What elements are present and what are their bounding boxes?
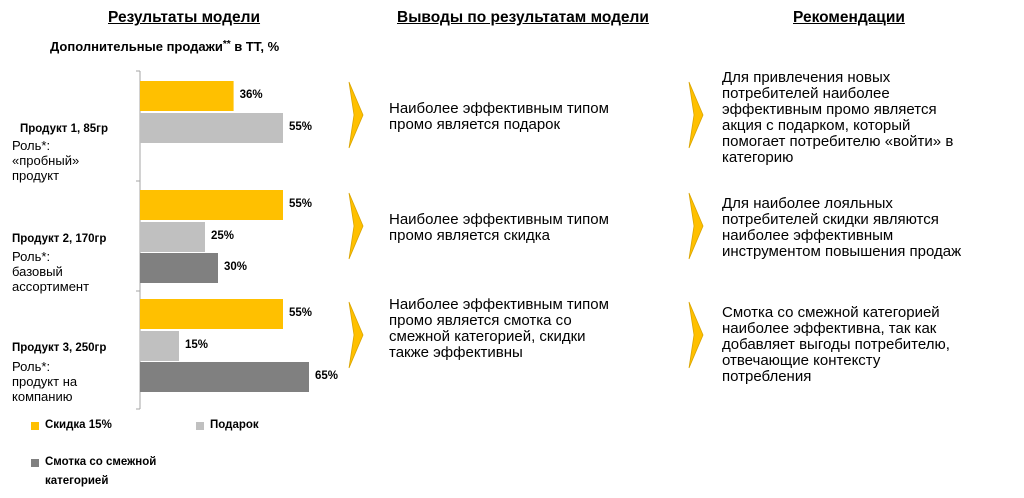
product-role: Роль*:«пробный»продукт xyxy=(12,138,79,183)
bar-p2-s3 xyxy=(140,253,218,283)
product-role-line: Роль*: xyxy=(12,249,51,264)
recommendation-arrow-icon xyxy=(688,81,704,149)
recommendation-text-line: категорию xyxy=(722,149,794,166)
bar-value-label: 15% xyxy=(185,339,209,351)
conclusion-text-line: Наиболее эффективным типом xyxy=(389,211,609,228)
recommendation-arrow-icon xyxy=(688,301,704,369)
recommendation-text-line: инструментом повышения продаж xyxy=(722,243,962,260)
product-role-line: «пробный» xyxy=(12,153,80,168)
header-model-results: Результаты модели xyxy=(108,9,261,26)
bar-p3-s1 xyxy=(140,299,283,329)
recommendation-text-line: потребителей наиболее xyxy=(722,85,890,102)
recommendation-text-line: добавляет выгоды потребителю, xyxy=(722,336,950,353)
bar-p1-s2 xyxy=(140,113,283,143)
legend-swatch xyxy=(31,459,39,467)
product-role-line: Роль*: xyxy=(12,359,51,374)
product-name: Продукт 2, 170гр xyxy=(12,233,107,245)
conclusion-text-line: Наиболее эффективным типом xyxy=(389,100,609,117)
bar-p1-s1 xyxy=(140,81,234,111)
recommendation-text-line: Смотка со смежной категорией xyxy=(722,304,940,321)
recommendation-text-line: акция с подарком, который xyxy=(722,117,911,134)
bar-value-label: 55% xyxy=(289,198,313,210)
recommendation-text-line: наиболее эффективным xyxy=(722,227,894,244)
conclusion-arrow-icon xyxy=(348,301,364,369)
recommendation-text-line: Для привлечения новых xyxy=(722,69,891,86)
legend-label-line: Подарок xyxy=(210,419,259,431)
conclusion-text-line: смежной категорией, скидки xyxy=(389,328,586,345)
legend-label-line: Смотка со смежной xyxy=(45,456,157,468)
legend-label: Скидка 15% xyxy=(45,418,112,433)
product-name: Продукт 1, 85гр xyxy=(20,123,108,135)
bar-value-label: 25% xyxy=(211,230,235,242)
bar-value-label: 36% xyxy=(239,89,263,101)
chart-subtitle: Дополнительные продажи** в ТТ, % xyxy=(50,39,279,54)
bar-value-label: 30% xyxy=(224,261,248,273)
chart-subtitle-text: Дополнительные продажи xyxy=(50,39,223,54)
bar-p2-s2 xyxy=(140,222,205,252)
conclusion-text-line: промо является скидка xyxy=(389,227,551,244)
bar-p3-s2 xyxy=(140,331,179,361)
conclusion-text-line: промо является подарок xyxy=(389,116,561,133)
conclusion-text-line: также эффективны xyxy=(389,344,523,361)
conclusion-arrow-icon xyxy=(348,81,364,149)
recommendation-text-line: потребителей скидки являются xyxy=(722,211,939,228)
header-recommendations: Рекомендации xyxy=(793,9,905,26)
legend-swatch xyxy=(196,422,204,430)
recommendation-text-line: потребления xyxy=(722,368,812,385)
recommendation-text-line: отвечающие контексту xyxy=(722,352,881,369)
legend-label-line: категорией xyxy=(45,475,109,487)
header-conclusions: Выводы по результатам модели xyxy=(397,9,649,26)
bar-value-label: 55% xyxy=(289,307,313,319)
product-name: Продукт 3, 250гр xyxy=(12,342,107,354)
bar-p3-s3 xyxy=(140,362,309,392)
bar-value-label: 55% xyxy=(289,121,313,133)
chart-subtitle-footnote-mark: ** xyxy=(222,39,231,50)
bar-value-label: 65% xyxy=(315,370,339,382)
recommendation-text-line: эффективным промо является xyxy=(722,101,937,118)
recommendation-text-line: Для наиболее лояльных xyxy=(722,195,893,212)
recommendation-text-line: наиболее эффективна, так как xyxy=(722,320,937,337)
recommendation-arrow-icon xyxy=(688,192,704,260)
legend-label-line: Скидка 15% xyxy=(45,419,112,431)
legend-swatch xyxy=(31,422,39,430)
bar-p2-s1 xyxy=(140,190,283,220)
product-role-line: продукт на xyxy=(12,374,78,389)
product-role-line: ассортимент xyxy=(12,279,90,294)
product-role-line: продукт xyxy=(12,168,60,183)
product-role-line: базовый xyxy=(12,264,63,279)
conclusion-text-line: промо является смотка со xyxy=(389,312,572,329)
legend-label: Смотка со смежной категорией xyxy=(45,455,156,492)
chart-subtitle-suffix: в ТТ, % xyxy=(230,39,280,54)
conclusion-arrow-icon xyxy=(348,192,364,260)
conclusion-text-line: Наиболее эффективным типом xyxy=(389,296,609,313)
legend-label: Подарок xyxy=(210,418,259,433)
product-role-line: Роль*: xyxy=(12,138,51,153)
recommendation-text-line: помогает потребителю «войти» в xyxy=(722,133,954,150)
product-role-line: компанию xyxy=(12,389,73,404)
